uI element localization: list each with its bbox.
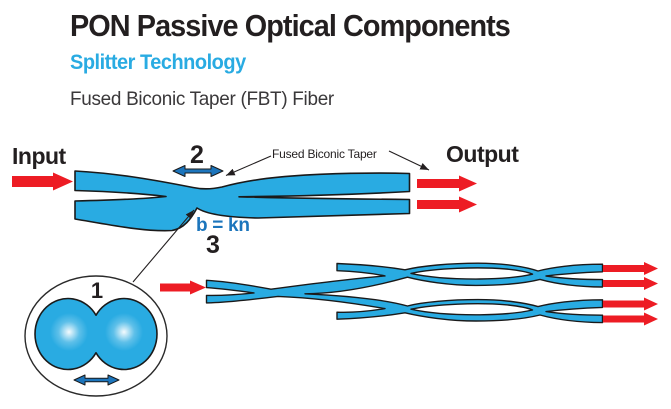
step-2-number: 2 bbox=[190, 141, 204, 169]
tree-output-arrow-1-icon bbox=[603, 262, 658, 275]
formula-label: b = kn bbox=[196, 215, 250, 236]
taper-width-arrow-icon bbox=[172, 165, 224, 177]
input-arrow-icon bbox=[12, 172, 73, 191]
output-arrow-2-icon bbox=[417, 196, 477, 213]
taper-leader-left-icon bbox=[225, 155, 272, 177]
fbt-coupler-fiber-shape bbox=[74, 170, 411, 232]
splitter-tree-1x4 bbox=[160, 262, 658, 326]
input-label: Input bbox=[12, 143, 67, 169]
core-glow-left bbox=[50, 313, 88, 351]
tree-output-arrow-2-icon bbox=[603, 277, 658, 290]
page-subheading: Fused Biconic Taper (FBT) Fiber bbox=[70, 88, 334, 110]
cross-section-leader-icon bbox=[132, 209, 195, 283]
core-spacing-arrow-icon bbox=[73, 374, 120, 386]
output-label: Output bbox=[446, 141, 519, 167]
step-1-number: 1 bbox=[91, 278, 103, 303]
taper-callout-label: Fused Biconic Taper bbox=[272, 147, 377, 161]
fiber-cross-section: 1 bbox=[24, 275, 168, 397]
tree-output-arrow-3-icon bbox=[603, 297, 658, 311]
splitter-tree-fiber-shape bbox=[205, 262, 604, 324]
taper-leader-right-icon bbox=[388, 150, 430, 171]
tree-output-arrow-4-icon bbox=[603, 312, 658, 326]
step-3-number: 3 bbox=[206, 231, 220, 259]
page-title: PON Passive Optical Components bbox=[70, 8, 511, 43]
output-arrow-1-icon bbox=[417, 175, 477, 192]
tree-input-arrow-icon bbox=[160, 280, 206, 295]
core-glow-right bbox=[105, 313, 143, 351]
fbt-coupler-top: Input Output 2 Fused Biconic Taper b = k… bbox=[12, 141, 520, 283]
page-subtitle: Splitter Technology bbox=[70, 51, 246, 74]
